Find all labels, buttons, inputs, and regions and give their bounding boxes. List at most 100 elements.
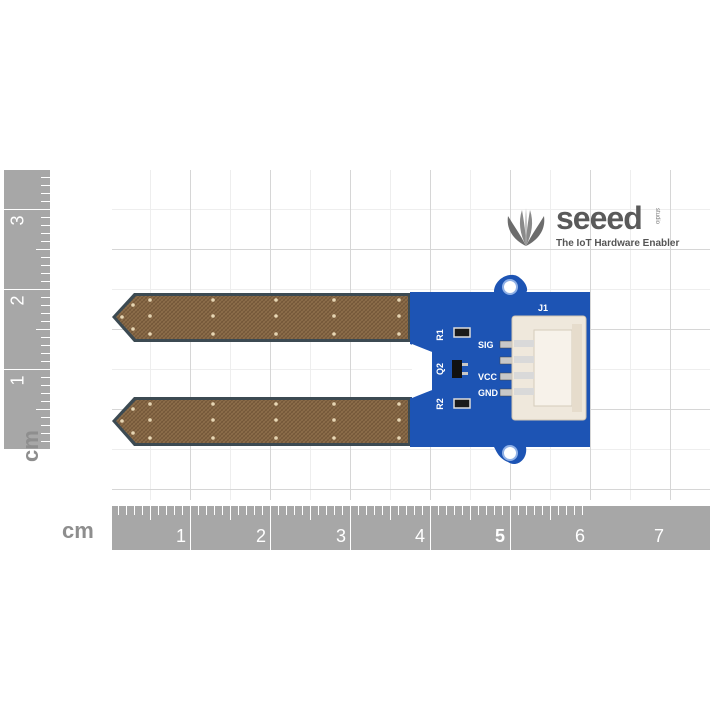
horizontal-ruler-tick xyxy=(574,506,575,515)
horizontal-ruler-tick xyxy=(278,506,279,515)
horizontal-ruler-tick xyxy=(166,506,167,515)
vertical-ruler-tick xyxy=(36,329,50,330)
resistor-r2 xyxy=(453,398,471,409)
horizontal-ruler-tick xyxy=(182,506,183,515)
horizontal-ruler-tick xyxy=(190,506,191,550)
pin-label-sig: SIG xyxy=(478,340,494,350)
horizontal-ruler-tick xyxy=(126,506,127,515)
vertical-ruler-tick xyxy=(36,409,50,410)
horizontal-ruler-tick xyxy=(326,506,327,515)
horizontal-ruler-tick xyxy=(566,506,567,515)
horizontal-ruler-tick xyxy=(526,506,527,515)
label-q2: Q2 xyxy=(435,362,446,376)
horizontal-ruler-unit: cm xyxy=(62,518,94,543)
label-r1: R1 xyxy=(434,329,445,341)
horizontal-ruler-tick xyxy=(406,506,407,515)
horizontal-ruler-tick xyxy=(438,506,439,515)
horizontal-ruler-tick xyxy=(302,506,303,515)
vertical-ruler-tick xyxy=(41,353,50,354)
horizontal-ruler-tick xyxy=(246,506,247,515)
horizontal-ruler-number: 7 xyxy=(653,526,664,546)
horizontal-ruler-tick xyxy=(582,506,583,515)
vertical-ruler-tick xyxy=(41,233,50,234)
vertical-ruler-tick xyxy=(4,209,50,210)
horizontal-ruler-tick xyxy=(478,506,479,515)
horizontal-ruler-tick xyxy=(374,506,375,515)
vertical-ruler-tick xyxy=(41,305,50,306)
horizontal-ruler-tick xyxy=(446,506,447,515)
vertical-ruler-tick xyxy=(36,249,50,250)
horizontal-ruler-tick xyxy=(214,506,215,515)
horizontal-ruler-tick xyxy=(286,506,287,515)
horizontal-ruler-tick xyxy=(558,506,559,515)
vertical-ruler-tick xyxy=(41,441,50,442)
vertical-ruler-tick xyxy=(41,257,50,258)
horizontal-ruler-tick xyxy=(510,506,511,550)
vertical-ruler-tick xyxy=(41,417,50,418)
horizontal-ruler-number: 5 xyxy=(494,526,505,546)
horizontal-ruler-tick xyxy=(254,506,255,515)
vertical-ruler-tick xyxy=(4,369,50,370)
vertical-ruler-tick xyxy=(41,401,50,402)
horizontal-ruler-number: 1 xyxy=(175,526,186,546)
horizontal-ruler-tick xyxy=(206,506,207,515)
horizontal-ruler-number: 6 xyxy=(574,526,585,546)
vertical-ruler-tick xyxy=(4,449,50,450)
horizontal-ruler-tick xyxy=(414,506,415,515)
horizontal-ruler-tick xyxy=(334,506,335,515)
vertical-ruler-tick xyxy=(41,265,50,266)
horizontal-ruler-number: 3 xyxy=(335,526,346,546)
vertical-ruler-tick xyxy=(41,385,50,386)
horizontal-ruler-tick xyxy=(494,506,495,515)
horizontal-ruler-tick xyxy=(462,506,463,515)
horizontal-ruler-tick xyxy=(382,506,383,515)
vertical-ruler-tick xyxy=(41,433,50,434)
probe-top xyxy=(112,293,412,342)
horizontal-ruler-tick xyxy=(134,506,135,515)
horizontal-ruler-tick xyxy=(222,506,223,515)
vertical-ruler-tick xyxy=(41,185,50,186)
horizontal-ruler-tick xyxy=(158,506,159,515)
grove-connector xyxy=(511,315,587,421)
vertical-ruler-tick xyxy=(41,193,50,194)
logo-brand: seeed xyxy=(556,200,643,236)
horizontal-ruler-tick xyxy=(350,506,351,550)
vertical-ruler-tick xyxy=(41,337,50,338)
vertical-ruler-tick xyxy=(41,241,50,242)
horizontal-ruler-tick xyxy=(342,506,343,515)
vertical-ruler: 3 2 1 xyxy=(4,170,50,450)
vertical-ruler-tick xyxy=(41,313,50,314)
horizontal-ruler-tick xyxy=(310,506,311,520)
horizontal-ruler-tick xyxy=(230,506,231,520)
horizontal-ruler-number: 4 xyxy=(414,526,425,546)
vertical-ruler-tick xyxy=(41,361,50,362)
horizontal-ruler-tick xyxy=(422,506,423,515)
horizontal-ruler-tick xyxy=(294,506,295,515)
logo-tagline: The IoT Hardware Enabler xyxy=(556,238,680,249)
horizontal-ruler-tick xyxy=(398,506,399,515)
vertical-ruler-tick xyxy=(4,289,50,290)
horizontal-ruler-tick xyxy=(486,506,487,515)
vertical-ruler-tick xyxy=(41,425,50,426)
horizontal-ruler-tick xyxy=(454,506,455,515)
vertical-ruler-tick xyxy=(41,177,50,178)
seeed-logo: seeed studio The IoT Hardware Enabler xyxy=(500,200,680,250)
horizontal-ruler-tick xyxy=(174,506,175,515)
pin-label-vcc: VCC xyxy=(478,372,498,382)
horizontal-ruler-tick xyxy=(534,506,535,515)
horizontal-ruler: 1 2 3 4 5 6 7 xyxy=(112,506,710,550)
vertical-ruler-tick xyxy=(41,225,50,226)
vertical-ruler-tick xyxy=(41,297,50,298)
vertical-ruler-tick xyxy=(41,393,50,394)
transistor-q2 xyxy=(452,360,462,378)
probe-vias xyxy=(120,298,401,440)
horizontal-ruler-tick xyxy=(142,506,143,515)
label-r2: R2 xyxy=(434,398,445,410)
horizontal-ruler-tick xyxy=(238,506,239,515)
vertical-ruler-tick xyxy=(41,321,50,322)
horizontal-ruler-tick xyxy=(262,506,263,515)
horizontal-ruler-tick xyxy=(390,506,391,520)
horizontal-ruler-tick xyxy=(270,506,271,550)
horizontal-ruler-tick xyxy=(502,506,503,515)
